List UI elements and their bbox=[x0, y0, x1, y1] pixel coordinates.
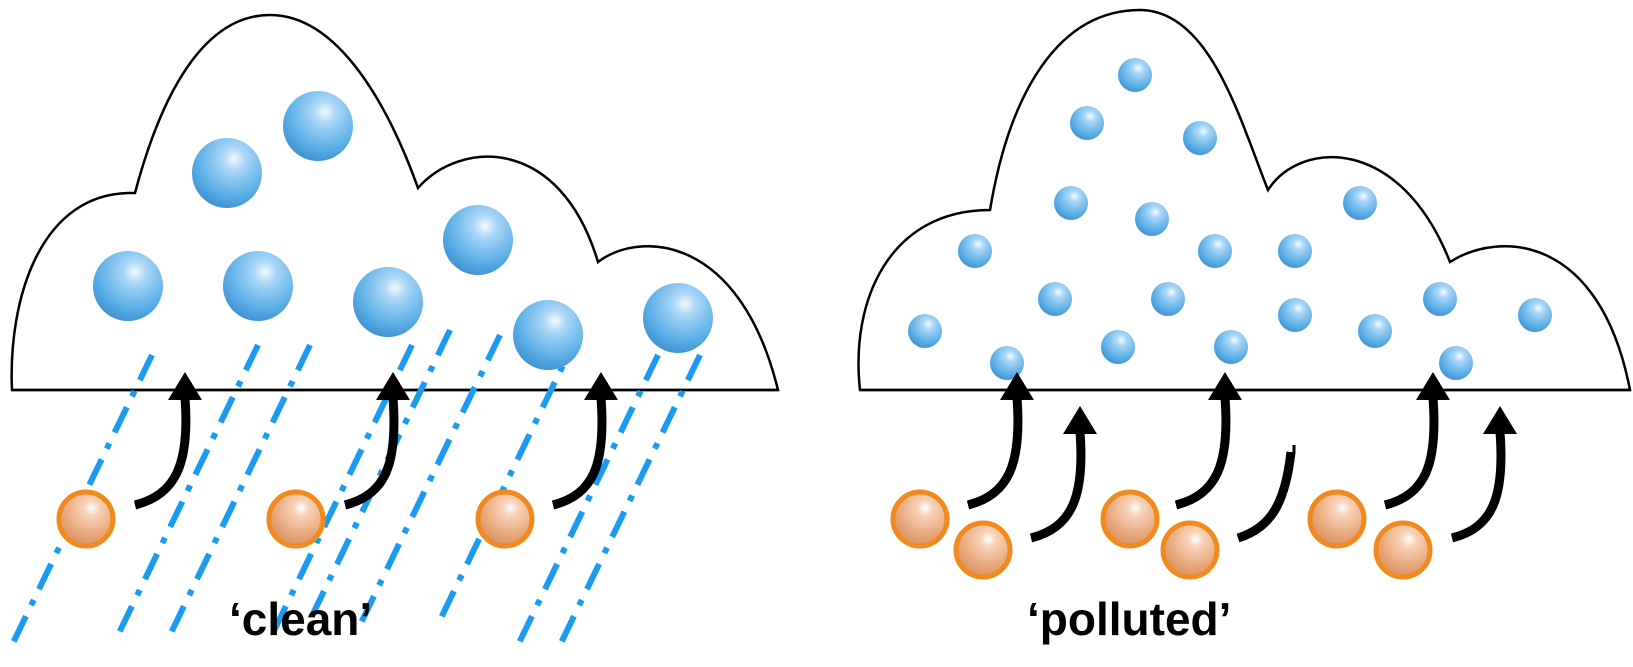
cloud-droplet bbox=[643, 283, 713, 353]
rain-streak bbox=[269, 343, 415, 637]
aerosol-particle bbox=[475, 489, 535, 549]
clean-cloud bbox=[10, 13, 780, 392]
cloud-droplet bbox=[1214, 330, 1248, 364]
updraft-arrow bbox=[133, 397, 191, 510]
clean-updraft-arrows bbox=[133, 372, 618, 510]
rain-streak bbox=[115, 343, 261, 637]
cloud-droplet bbox=[353, 267, 423, 337]
cloud-droplet bbox=[908, 314, 942, 348]
aerosol-particle bbox=[56, 489, 116, 549]
cloud-droplet bbox=[1183, 121, 1217, 155]
aerosol-particle bbox=[890, 489, 950, 549]
clean-panel bbox=[9, 13, 780, 647]
cloud-droplet bbox=[1054, 186, 1088, 220]
rain-streak bbox=[167, 343, 313, 637]
cloud-droplet bbox=[1439, 346, 1473, 380]
cloud-droplet bbox=[1151, 282, 1185, 316]
cloud-droplet bbox=[1101, 330, 1135, 364]
cloud-droplet bbox=[1038, 282, 1072, 316]
clean-droplets bbox=[93, 91, 713, 370]
rain-streak bbox=[357, 333, 503, 627]
cloud-droplet bbox=[1135, 202, 1169, 236]
cloud-droplet bbox=[223, 251, 293, 321]
cloud-droplet bbox=[1518, 298, 1552, 332]
updraft-arrow bbox=[966, 397, 1023, 510]
updraft-arrow bbox=[1383, 397, 1439, 510]
cloud-droplet bbox=[1423, 282, 1457, 316]
cloud-droplet bbox=[513, 300, 583, 370]
cloud-droplet bbox=[192, 138, 262, 208]
cloud-droplet bbox=[958, 234, 992, 268]
arrowhead bbox=[168, 372, 202, 400]
cloud-droplet bbox=[1358, 314, 1392, 348]
polluted-label: ‘polluted’ bbox=[1027, 593, 1232, 645]
cloud-droplet bbox=[990, 346, 1024, 380]
aerosol-particle bbox=[1100, 489, 1160, 549]
cloud-droplet bbox=[1118, 58, 1152, 92]
aerosol-particle bbox=[1373, 520, 1433, 580]
updraft-arrow bbox=[551, 397, 607, 510]
cloud-droplet bbox=[1343, 186, 1377, 220]
updraft-arrow bbox=[343, 397, 399, 510]
updraft-arrow bbox=[1029, 431, 1086, 543]
cloud-droplet bbox=[93, 251, 163, 321]
arrowhead bbox=[1063, 406, 1097, 434]
polluted-updraft-arrows bbox=[966, 372, 1517, 543]
arrowhead bbox=[1000, 372, 1034, 400]
updraft-arrow bbox=[1450, 431, 1506, 543]
arrowhead bbox=[1483, 406, 1517, 434]
aerosol-particle bbox=[953, 520, 1013, 580]
cloud-droplet bbox=[1278, 298, 1312, 332]
aerosol-particle bbox=[266, 489, 326, 549]
polluted-aerosols bbox=[890, 489, 1433, 580]
cloud-droplet bbox=[1198, 234, 1232, 268]
polluted-panel bbox=[857, 8, 1632, 580]
cloud-droplet bbox=[283, 91, 353, 161]
cloud-droplet bbox=[443, 205, 513, 275]
aerosol-particle bbox=[1160, 520, 1220, 580]
arrowhead bbox=[1416, 372, 1450, 400]
arrowhead bbox=[584, 372, 618, 400]
updraft-arrow bbox=[1174, 397, 1231, 510]
rain-streak bbox=[557, 353, 703, 647]
rain-streak bbox=[515, 353, 661, 647]
updraft-arrow bbox=[1236, 451, 1296, 543]
polluted-droplets bbox=[908, 58, 1552, 380]
arrowhead bbox=[1208, 372, 1242, 400]
clean-label: ‘clean’ bbox=[229, 593, 373, 645]
polluted-cloud bbox=[857, 8, 1632, 392]
arrowhead bbox=[376, 372, 410, 400]
clean-aerosols bbox=[56, 489, 535, 549]
rain-streak bbox=[437, 328, 583, 622]
cloud-droplet bbox=[1070, 106, 1104, 140]
aerosol-particle bbox=[1307, 489, 1367, 549]
cloud-droplet bbox=[1278, 234, 1312, 268]
